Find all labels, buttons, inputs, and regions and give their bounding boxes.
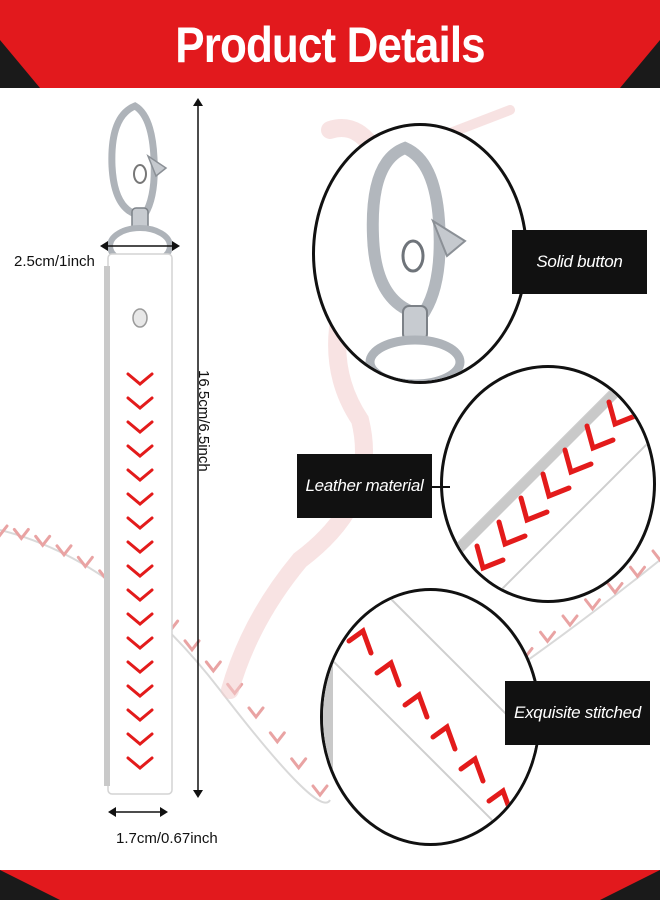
clasp-icon bbox=[365, 141, 467, 381]
width-dimension-label: 2.5cm/1inch bbox=[14, 253, 95, 270]
keychain-product-image bbox=[104, 102, 173, 795]
strap-width-dimension-arrow bbox=[108, 807, 168, 817]
strap-stitch bbox=[126, 660, 154, 674]
background-seam-stitch bbox=[247, 706, 265, 720]
strap-stitch bbox=[126, 372, 154, 386]
header-banner bbox=[0, 0, 660, 88]
strap-stitch bbox=[126, 564, 154, 578]
leather-stitch bbox=[584, 423, 616, 452]
closeup-stitch bbox=[346, 627, 374, 656]
footer-band bbox=[0, 870, 660, 900]
page-title: Product Details bbox=[175, 17, 485, 73]
leather-detail-circle bbox=[440, 365, 656, 603]
strap-stitch bbox=[126, 492, 154, 506]
leather-stitch bbox=[562, 447, 594, 476]
feature-label-exquisite-stitched: Exquisite stitched bbox=[505, 681, 650, 745]
closeup-stitch bbox=[430, 723, 458, 752]
clasp-detail-circle bbox=[312, 123, 528, 384]
feature-label-leather-material: Leather material bbox=[297, 454, 432, 518]
background-seam-stitch bbox=[606, 582, 624, 595]
leather-stitch bbox=[540, 471, 572, 500]
background-seam-stitch bbox=[76, 555, 94, 569]
background-seam-stitch bbox=[584, 598, 601, 612]
background-seam-stitch bbox=[539, 630, 556, 644]
header-corner-decoration bbox=[0, 40, 660, 88]
strap-stitch bbox=[126, 732, 154, 746]
closeup-stitch bbox=[374, 659, 402, 688]
background-seam-stitch bbox=[0, 524, 9, 538]
footer-corner-decoration bbox=[0, 870, 660, 900]
strap-stitch bbox=[126, 684, 154, 698]
strap-stitch bbox=[126, 756, 154, 770]
leather-stitch bbox=[606, 399, 638, 428]
leather-stitch bbox=[518, 495, 550, 524]
background-seam-stitch bbox=[311, 784, 329, 798]
background-seam-stitch bbox=[34, 534, 52, 548]
strap-stitch bbox=[126, 396, 154, 410]
strap-stitch bbox=[126, 612, 154, 626]
leather-stitch bbox=[496, 519, 528, 548]
background-seam-stitch bbox=[290, 757, 308, 771]
length-dimension-arrow bbox=[193, 98, 203, 798]
closeup-stitch bbox=[402, 691, 430, 720]
strap-stitch bbox=[126, 588, 154, 602]
background-seam-stitch bbox=[183, 639, 201, 653]
stitch-detail-circle bbox=[320, 588, 541, 846]
width-dimension-arrow bbox=[100, 241, 180, 251]
strap-stitch bbox=[126, 636, 154, 650]
background-seam-stitch bbox=[651, 549, 660, 563]
background-seam-stitch bbox=[629, 565, 646, 579]
leather-stitch bbox=[474, 543, 506, 572]
feature-label-solid-button: Solid button bbox=[512, 230, 647, 294]
background-seam-stitch bbox=[561, 614, 579, 628]
background-seam-stitch bbox=[204, 660, 222, 674]
strap-stitch bbox=[126, 708, 154, 722]
background-seam-stitch bbox=[12, 527, 30, 541]
strap-stitch bbox=[126, 420, 154, 434]
strap-stitch bbox=[126, 516, 154, 530]
closeup-stitch bbox=[458, 755, 486, 784]
strap-width-dimension-label: 1.7cm/0.67inch bbox=[116, 830, 218, 847]
strap-stitch bbox=[126, 444, 154, 458]
background-seam-stitch bbox=[268, 731, 286, 745]
background-seam-stitch bbox=[55, 544, 73, 558]
strap-stitch bbox=[126, 540, 154, 554]
strap-stitch bbox=[126, 468, 154, 482]
